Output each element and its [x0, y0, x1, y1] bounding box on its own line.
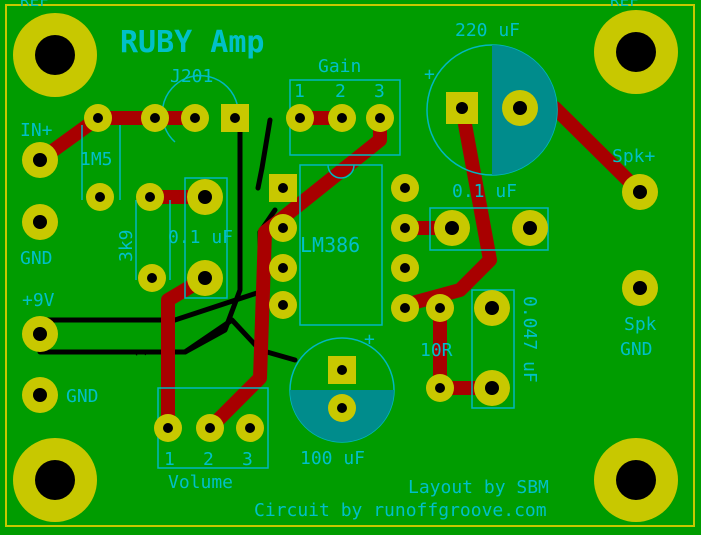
label-volume: Volume	[168, 472, 233, 493]
silk-labels: RUBY Amp REF REF J201 Gain 1 2 3 220 uF …	[20, 0, 657, 521]
label-gnd-power: GND	[66, 386, 99, 407]
mounting-holes	[13, 10, 678, 522]
pad-j201-square	[221, 104, 249, 132]
pin-one-mark: 1	[134, 349, 150, 357]
pad-r10-top	[426, 294, 454, 322]
pad-spk-gnd	[622, 270, 658, 306]
pad-c047-top	[474, 290, 510, 326]
label-r-1m5: 1M5	[80, 149, 113, 170]
pad-r3k9-top	[136, 183, 164, 211]
label-gain-3: 3	[374, 81, 385, 102]
pad-c220-neg	[502, 90, 538, 126]
label-nine-v: +9V	[22, 290, 55, 311]
label-c-047: 0.047 uF	[519, 296, 540, 383]
pad-gain-2	[328, 104, 356, 132]
pad-c100-neg	[328, 394, 356, 422]
label-vol-1: 1	[164, 449, 175, 470]
label-vol-3: 3	[242, 449, 253, 470]
pad-lm386-5	[391, 294, 419, 322]
label-gain-2: 2	[335, 81, 346, 102]
pad-gnd-in	[22, 204, 58, 240]
label-lm386: LM386	[300, 233, 360, 257]
label-spk-plus: Spk+	[612, 146, 656, 167]
pad-in-plus	[22, 142, 58, 178]
board-title: RUBY Amp	[120, 25, 265, 60]
pad-c01r-left	[434, 210, 470, 246]
pad-c220-pos	[446, 92, 478, 124]
pad-gnd-power	[22, 377, 58, 413]
label-circuit-by: Circuit by runoffgroove.com	[254, 500, 547, 521]
label-in-plus: IN+	[20, 120, 53, 141]
ref-top-right: REF	[610, 0, 639, 10]
label-gain-1: 1	[294, 81, 305, 102]
label-layout-by: Layout by SBM	[408, 477, 549, 498]
ref-top-left: REF	[20, 0, 49, 10]
pad-lm386-2	[269, 214, 297, 242]
pad-j201-2	[141, 104, 169, 132]
pad-c047-bottom	[474, 370, 510, 406]
pad-c100-pos	[328, 356, 356, 384]
pad-vol-1	[154, 414, 182, 442]
pad-lm386-1	[269, 174, 297, 202]
board-edge	[5, 4, 695, 527]
pad-r3k9-bottom	[138, 264, 166, 292]
pad-j201-1	[84, 104, 112, 132]
round-pads	[22, 90, 658, 442]
label-c-01-right: 0.1 uF	[452, 181, 517, 202]
pad-spk-plus	[622, 174, 658, 210]
pad-gain-3	[366, 104, 394, 132]
pad-lm386-3	[269, 254, 297, 282]
pad-lm386-8	[391, 174, 419, 202]
label-plus-220: +	[424, 64, 435, 85]
pad-r10-bottom	[426, 374, 454, 402]
label-cap-100: 100 uF	[300, 448, 365, 469]
pad-c01r-right	[512, 210, 548, 246]
pad-9v	[22, 316, 58, 352]
label-spk-gnd-1: Spk	[624, 314, 657, 335]
label-spk-gnd-2: GND	[620, 339, 653, 360]
pad-c01l-bottom	[187, 260, 223, 296]
label-plus-100: +	[364, 329, 375, 350]
label-r-10r: 10R	[420, 340, 453, 361]
label-gain: Gain	[318, 56, 361, 77]
label-cap-220: 220 uF	[455, 20, 520, 41]
label-c-01-left: 0.1 uF	[168, 227, 233, 248]
square-pads	[221, 92, 478, 384]
pad-lm386-7	[391, 214, 419, 242]
pad-j201-3	[181, 104, 209, 132]
pad-vol-2	[196, 414, 224, 442]
pad-vol-3	[236, 414, 264, 442]
label-vol-2: 2	[203, 449, 214, 470]
label-gnd-in: GND	[20, 248, 53, 269]
pad-lm386-6	[391, 254, 419, 282]
pad-gain-1	[286, 104, 314, 132]
pad-c01l-top	[187, 179, 223, 215]
label-j201: J201	[170, 66, 213, 87]
pad-r1m5-bottom	[86, 183, 114, 211]
pad-lm386-4	[269, 291, 297, 319]
label-r-3k9: 3k9	[116, 229, 137, 262]
